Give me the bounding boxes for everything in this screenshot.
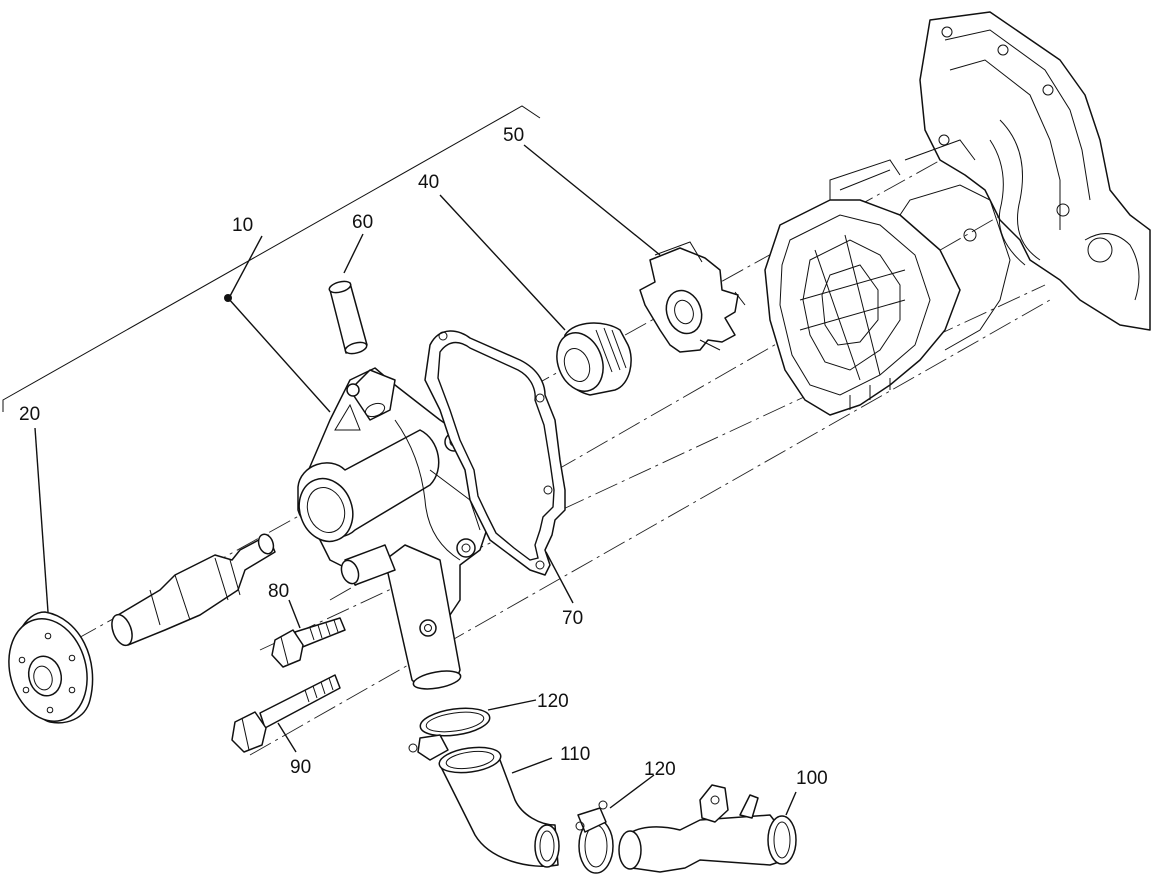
callout-50: 50 [503,125,524,146]
leader-lines [34,144,797,816]
callout-80: 80 [268,581,289,602]
callout-20: 20 [19,404,40,425]
part-110-hose [438,746,560,868]
callout-10: 10 [232,215,253,236]
callout-120-lower: 120 [644,759,676,780]
callout-70: 70 [562,608,583,629]
shaft-bearing [111,533,276,647]
callout-60: 60 [352,212,373,233]
part-60-plug [328,280,368,355]
callout-110: 110 [560,744,590,765]
part-20-hub-flange [8,611,94,724]
part-70-gasket [424,330,566,576]
part-120-clamp-lower [575,800,614,874]
callout-90: 90 [290,757,311,778]
part-50-impeller [639,241,746,353]
part-40-seal [556,322,632,396]
part-10-pump-body [297,367,491,690]
part-90-bolt [231,674,341,753]
assembly-marker-dot [224,294,232,302]
callout-120-upper: 120 [537,691,569,712]
part-100-outlet-pipe [618,784,797,873]
centerlines [74,104,1051,756]
assembly-bracket [2,105,541,412]
callout-100: 100 [796,768,828,789]
callouts: 10 20 40 50 60 70 80 90 100 110 120 120 [19,125,828,789]
callout-40: 40 [418,172,439,193]
part-120-clamp-upper [408,707,491,761]
engine-block [764,11,1151,416]
part-80-bolt [271,617,346,668]
